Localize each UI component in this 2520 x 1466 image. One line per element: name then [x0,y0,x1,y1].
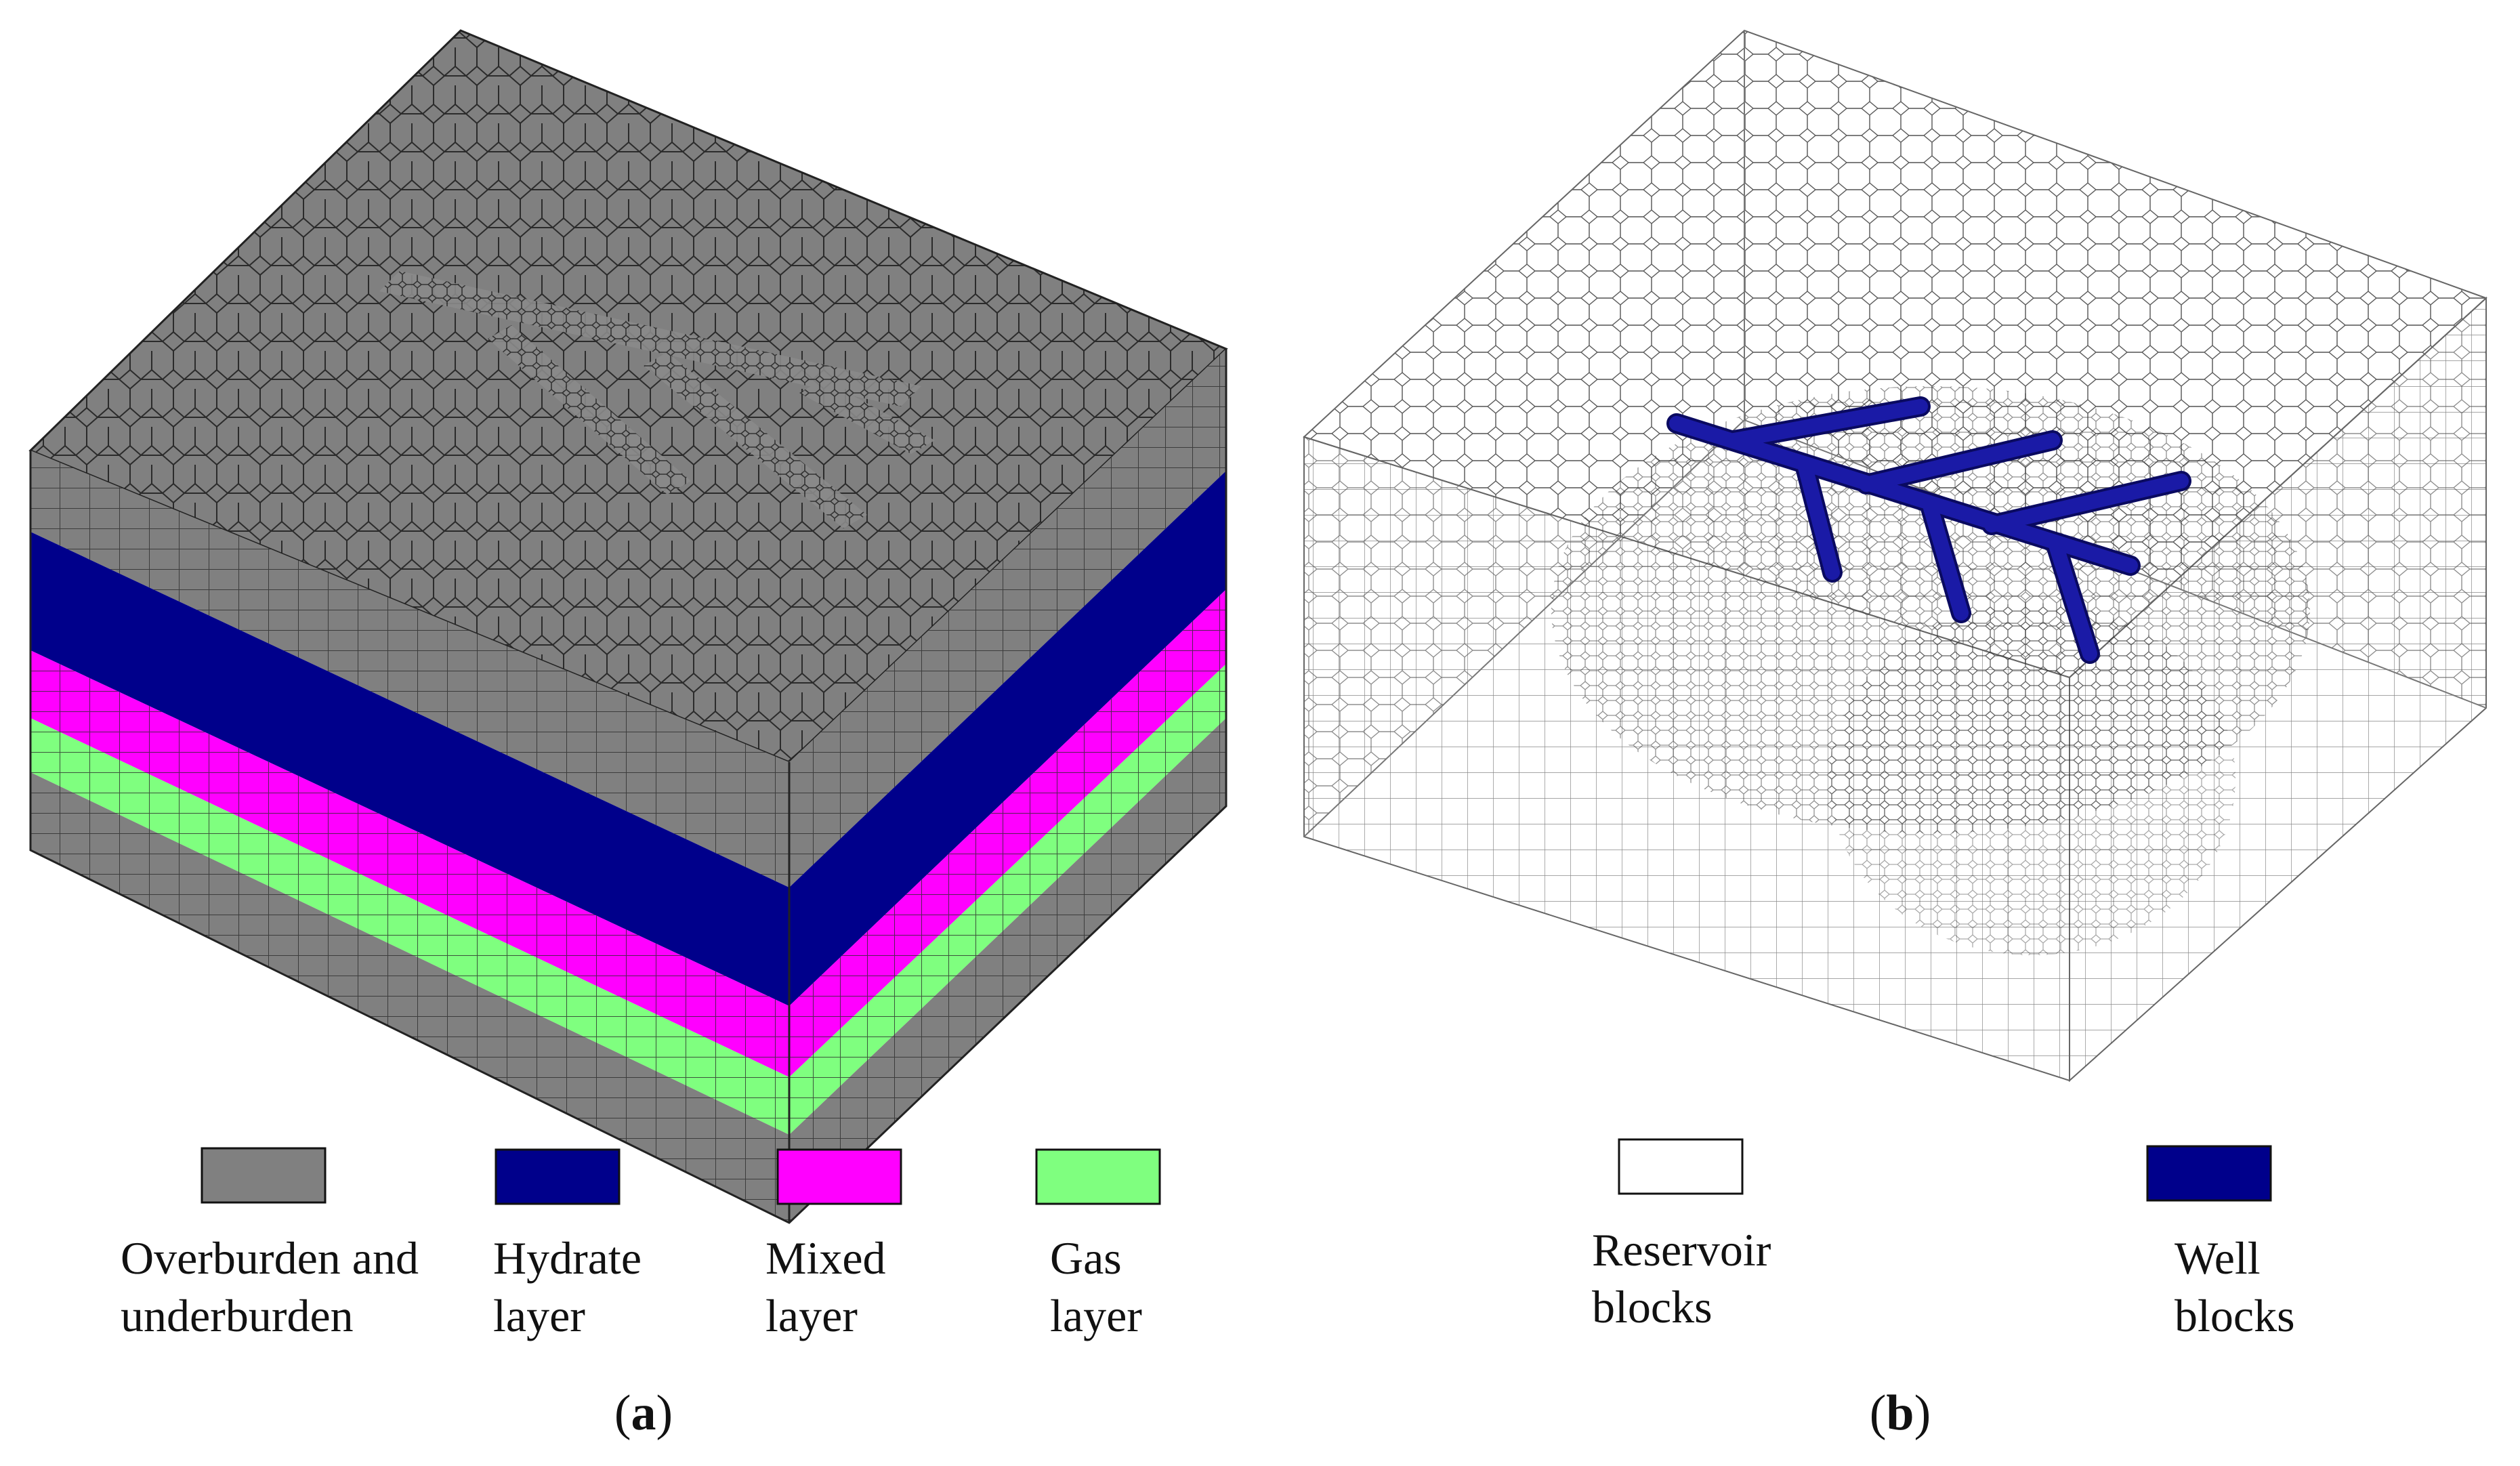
panel-a-hydrate-reservoir-model [28,29,1228,1224]
legend-a: Overburden and underburden Hydrate layer… [121,1147,1161,1341]
well-trace-refined-mesh [379,271,935,528]
legend-label-gas-line2: layer [1050,1290,1142,1341]
legend-label-mixed-line2: layer [765,1290,858,1341]
legend-label-reservoir-line1: Reservoir [1592,1224,1771,1276]
legend-label-overburden-line2: underburden [121,1290,354,1341]
legend-b: Reservoir blocks Well blocks [1592,1138,2295,1341]
legend-swatch-mixed [776,1148,902,1205]
legend-label-well-line2: blocks [2175,1290,2295,1341]
legend-label-well-line1: Well [2175,1232,2261,1284]
branch-lower-3 [2049,538,2097,661]
legend-swatch-gas [1035,1148,1161,1205]
branch-upper-1 [1727,399,1928,448]
left-hydrate-layer [30,532,789,1006]
legend-label-hydrate-line2: layer [493,1290,585,1341]
legend-swatch-reservoir [1618,1138,1744,1195]
branch-lower-1 [1798,460,1840,580]
legend-label-overburden-line1: Overburden and [121,1232,419,1284]
legend-label-gas-line1: Gas [1050,1232,1122,1284]
legend-label-mixed-line1: Mixed [765,1232,886,1284]
legend-swatch-overburden [201,1147,327,1204]
branch-upper-2 [1859,433,2060,492]
legend-swatch-well [2146,1145,2272,1202]
fishbone-well [1666,396,2191,664]
branch-lower-2 [1923,501,1969,621]
panel-b-label: (b) [1870,1385,1931,1441]
right-hydrate-layer [789,471,1226,1006]
panel-b-mesh-wireframe [1303,29,2487,1083]
legend-label-reservoir-line2: blocks [1592,1281,1713,1333]
branch-upper-3 [1984,474,2189,532]
legend-label-hydrate-line1: Hydrate [493,1232,642,1284]
panel-a-label: (a) [614,1385,673,1441]
legend-swatch-hydrate [495,1148,621,1205]
